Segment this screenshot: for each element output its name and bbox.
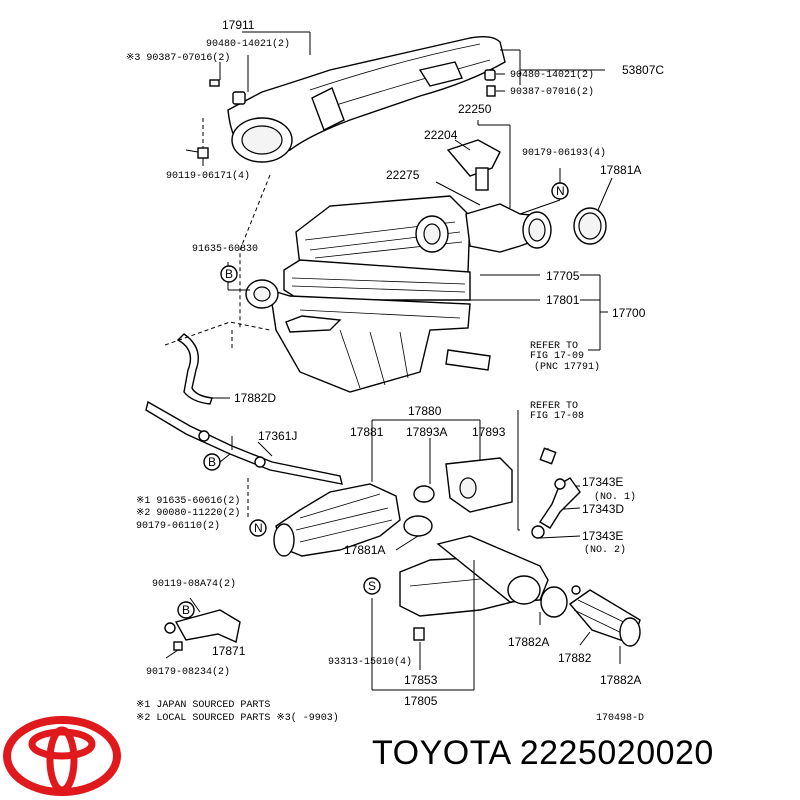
label-90480-top: 90480-14021(2)	[206, 38, 290, 50]
legend-local: ※2 LOCAL SOURCED PARTS ※3( -9903)	[136, 712, 339, 724]
legend-japan: ※1 JAPAN SOURCED PARTS	[136, 700, 270, 711]
label-17882: 17882	[558, 651, 592, 665]
label-91635-60616: ※1 91635-60616(2)	[136, 495, 240, 507]
air-flow-meter-22250	[446, 139, 607, 253]
label-53807c: 53807C	[622, 63, 664, 77]
label-90119-06171: 90119-06171(4)	[166, 170, 250, 182]
label-refer-1708-b: FIG 17-08	[530, 411, 584, 422]
label-17882a-right: 17882A	[600, 673, 641, 687]
brand-name: TOYOTA	[372, 734, 510, 772]
label-90387-top: ※3 90387-07016(2)	[126, 52, 230, 64]
marker-b-3: B	[177, 601, 195, 619]
label-22250: 22250	[458, 102, 492, 116]
svg-text:B: B	[182, 603, 190, 617]
hose-17882d	[164, 321, 271, 405]
label-17881a-mid: 17881A	[344, 543, 385, 557]
leader-lines-lower	[231, 410, 581, 551]
bracket-17871	[164, 609, 241, 659]
label-17343d: 17343D	[582, 502, 624, 516]
label-17882d: 17882D	[234, 391, 276, 405]
label-17361j: 17361J	[258, 429, 297, 443]
label-17893a: 17893A	[406, 425, 447, 439]
fasteners-top	[185, 69, 496, 159]
label-17893: 17893	[472, 425, 506, 439]
marker-n-2: N	[249, 519, 267, 537]
label-refer-1708-a: REFER TO	[530, 401, 578, 412]
label-22275: 22275	[386, 168, 420, 182]
label-22204: 22204	[424, 128, 458, 142]
label-90119-08a74: 90119-08A74(2)	[152, 578, 236, 590]
figure-code: 170498-D	[596, 713, 644, 724]
leader-lines-mid	[227, 120, 613, 351]
label-17881a-top: 17881A	[600, 163, 641, 177]
label-90480-right: 90480-14021(2)	[510, 69, 594, 81]
label-90179-06110: 90179-06110(2)	[136, 520, 220, 532]
label-91635-60830: 91635-60830	[192, 244, 258, 255]
label-90387-right: 90387-07016(2)	[510, 86, 594, 98]
label-17801: 17801	[546, 293, 580, 307]
label-17705: 17705	[546, 269, 580, 283]
intake-hose-17911	[227, 35, 506, 163]
svg-text:N: N	[254, 521, 263, 535]
resonator-17805	[399, 535, 641, 647]
brand-part-number: TOYOTA 2225020020	[372, 734, 714, 773]
label-17880: 17880	[408, 404, 442, 418]
label-90179-08234: 90179-08234(2)	[146, 666, 230, 678]
resonator-17893	[445, 457, 513, 513]
label-17700: 17700	[612, 306, 646, 320]
toyota-logo	[3, 716, 121, 796]
small-hoses-17343	[531, 447, 581, 539]
marker-n-1: N	[551, 182, 569, 200]
svg-text:S: S	[368, 579, 376, 593]
label-17343e-2: 17343E	[582, 529, 623, 543]
label-refer-1709-a: REFER TO	[530, 341, 578, 352]
marker-s: S	[363, 577, 381, 595]
label-17853: 17853	[404, 673, 438, 687]
part-number: 2225020020	[519, 734, 714, 772]
label-17882a-left: 17882A	[508, 635, 549, 649]
marker-b-1: B	[220, 265, 238, 283]
svg-text:B: B	[225, 267, 233, 281]
label-17911: 17911	[222, 18, 255, 32]
label-refer-1709-b: FIG 17-09	[530, 351, 584, 362]
label-17871: 17871	[212, 644, 246, 658]
label-17343e-1: 17343E	[582, 475, 623, 489]
leader-lines-top	[202, 31, 605, 330]
intake-hose-17881	[273, 483, 435, 557]
label-93313-15010: 93313-15010(4)	[328, 656, 412, 668]
svg-text:B: B	[208, 455, 216, 469]
label-no1: (NO. 1)	[594, 491, 636, 503]
label-refer-1709-c: (PNC 17791)	[534, 361, 600, 373]
label-90080-11220: ※2 90080-11220(2)	[136, 507, 240, 519]
svg-text:N: N	[556, 184, 565, 198]
label-90179-06193: 90179-06193(4)	[522, 147, 606, 159]
leader-lines-bottom	[189, 560, 621, 691]
air-cleaner-assembly	[245, 195, 491, 393]
marker-b-2: B	[203, 453, 221, 471]
label-17805: 17805	[404, 694, 438, 708]
label-no2: (NO. 2)	[584, 544, 626, 556]
label-17881: 17881	[350, 425, 384, 439]
bracket-17361j	[145, 400, 343, 520]
